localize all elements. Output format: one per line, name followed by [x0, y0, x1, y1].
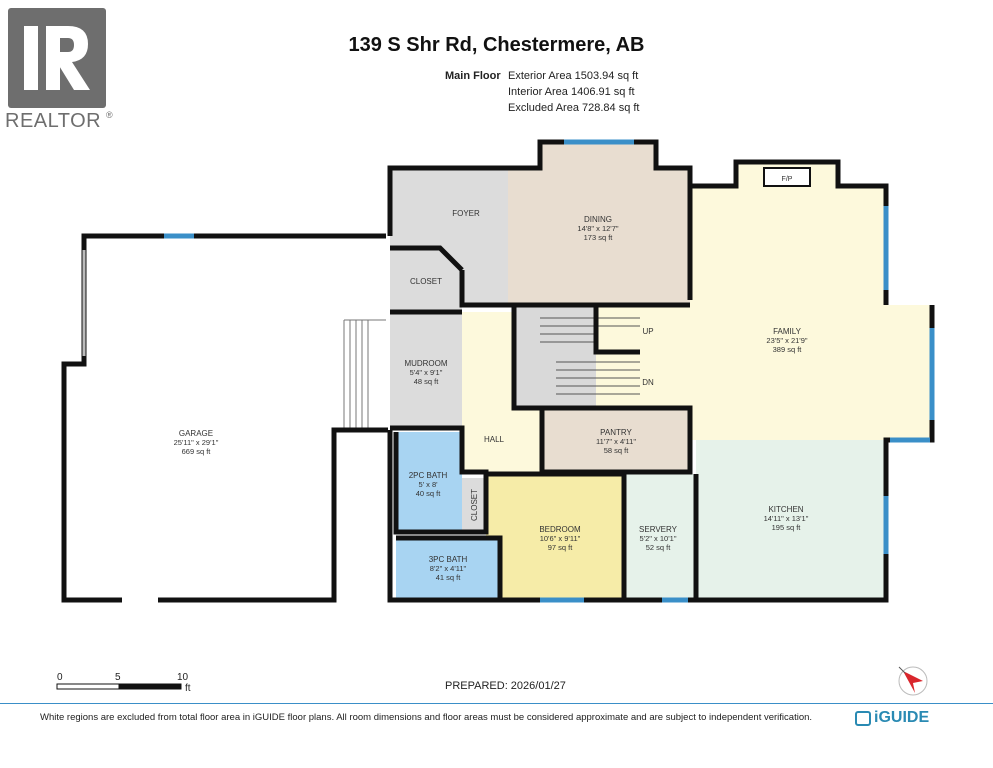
bedroom-label: BEDROOM — [539, 525, 581, 534]
family-label: FAMILY — [773, 327, 802, 336]
garage-steps — [343, 319, 386, 428]
servery-area-text: 52 sq ft — [646, 543, 672, 552]
closet-side-area — [462, 478, 486, 532]
pantry-area-text: 58 sq ft — [604, 446, 630, 455]
family-area — [690, 162, 932, 440]
bath2-area — [396, 432, 462, 532]
bath2-area-text: 40 sq ft — [416, 489, 442, 498]
stair-treads — [540, 317, 640, 395]
realtor-logo-text: REALTOR — [5, 110, 102, 132]
bath2-dims: 5' x 8' — [418, 480, 438, 489]
page-title: 139 S Shr Rd, Chestermere, AB — [348, 34, 645, 56]
bath3-area-text: 41 sq ft — [436, 573, 462, 582]
dining-label: DINING — [584, 215, 612, 224]
bath2-label: 2PC BATH — [409, 471, 448, 480]
bedroom-area — [486, 474, 624, 598]
scale-tick-5: 5 — [115, 672, 121, 683]
stairs-area — [514, 305, 596, 408]
bath3-area — [396, 538, 500, 598]
floor-label: Main Floor — [445, 70, 501, 82]
dining-area-text: 173 sq ft — [584, 233, 614, 242]
bedroom-dims: 10'6" x 9'11" — [540, 534, 581, 543]
scale-unit: ft — [185, 683, 191, 694]
disclaimer-text: White regions are excluded from total fl… — [40, 712, 813, 723]
windows — [164, 139, 935, 603]
iguide-brand: iGUIDE — [874, 709, 930, 726]
pantry-area — [542, 408, 690, 472]
realtor-logo — [8, 8, 106, 108]
dining-area — [508, 142, 690, 305]
kitchen-label: KITCHEN — [768, 505, 803, 514]
mudroom-dims: 5'4" x 9'1" — [410, 368, 443, 377]
mudroom-label: MUDROOM — [404, 359, 447, 368]
family-lower-strip — [596, 305, 690, 408]
bath3-dims: 8'2" x 4'11" — [430, 564, 467, 573]
up-label: UP — [642, 327, 653, 336]
exterior-area: Exterior Area 1503.94 sq ft — [508, 70, 639, 82]
scale-tick-0: 0 — [57, 672, 63, 683]
registered-mark-icon: ® — [106, 110, 113, 120]
dining-dims: 14'8" x 12'7" — [577, 224, 618, 233]
scale-bar: 0 5 10 ft — [56, 672, 191, 694]
family-dims: 23'5" x 21'9" — [766, 336, 807, 345]
pantry-label: PANTRY — [600, 428, 632, 437]
bedroom-area-text: 97 sq ft — [548, 543, 574, 552]
prepared-date: PREPARED: 2026/01/27 — [445, 680, 566, 692]
fireplace — [763, 167, 811, 187]
mudroom-area — [390, 312, 462, 428]
garage-label: GARAGE — [179, 429, 213, 438]
compass-icon — [898, 666, 928, 696]
closet-side-label: CLOSET — [470, 489, 479, 521]
dn-label: DN — [642, 378, 654, 387]
servery-dims: 5'2" x 10'1" — [640, 534, 677, 543]
footer-divider — [0, 703, 993, 704]
scale-tick-10: 10 — [177, 672, 189, 683]
closet-top-area — [390, 248, 462, 312]
family-area-text: 389 sq ft — [773, 345, 803, 354]
garage-dims: 25'11" x 29'1" — [174, 438, 219, 447]
kitchen-area-text: 195 sq ft — [772, 523, 802, 532]
excluded-area: Excluded Area 728.84 sq ft — [508, 102, 640, 114]
mudroom-area-text: 48 sq ft — [414, 377, 440, 386]
iguide-logo-icon — [855, 711, 871, 726]
servery-label: SERVERY — [639, 525, 678, 534]
hall-label: HALL — [484, 435, 505, 444]
bath3-label: 3PC BATH — [429, 555, 468, 564]
servery-area — [624, 474, 696, 598]
pantry-dims: 11'7" x 4'11" — [596, 437, 636, 446]
foyer-area — [390, 168, 508, 305]
kitchen-dims: 14'11" x 13'1" — [764, 514, 809, 523]
garage-area-text: 669 sq ft — [182, 447, 212, 456]
closet-top-label: CLOSET — [410, 277, 442, 286]
interior-area: Interior Area 1406.91 sq ft — [508, 86, 635, 98]
kitchen-area — [696, 440, 886, 598]
fp-label: F/P — [782, 176, 793, 183]
foyer-label: FOYER — [452, 209, 480, 218]
